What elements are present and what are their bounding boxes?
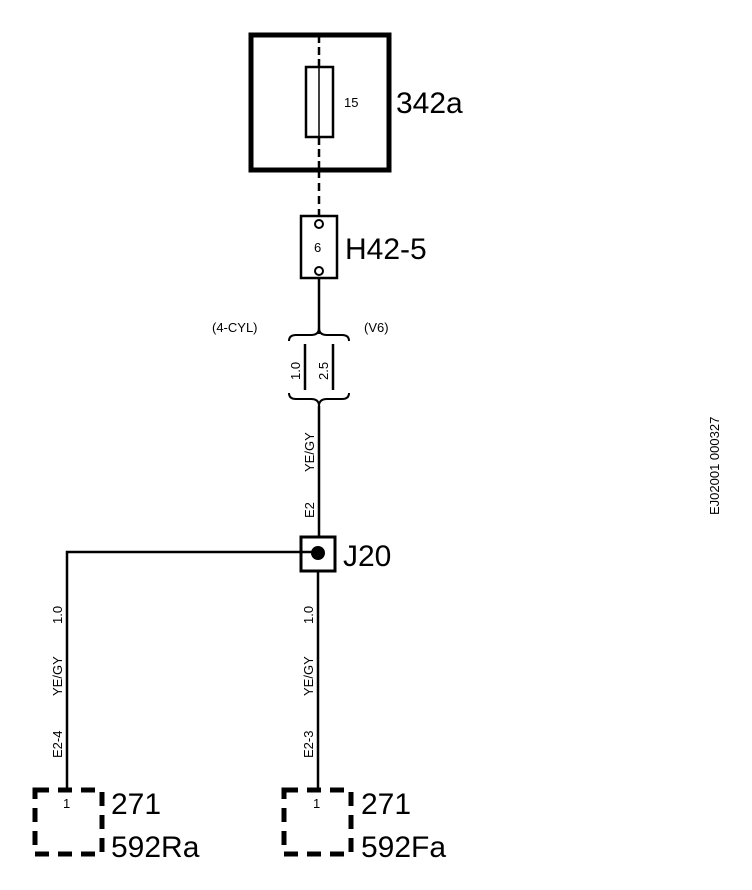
wire-segment-main: E2 xyxy=(302,502,317,518)
branch-right-size: 1.0 xyxy=(301,606,316,624)
component-left-pin: 1 xyxy=(63,796,70,811)
component-right-label-bottom: 592Fa xyxy=(361,831,446,864)
connector-h42-pin-top xyxy=(314,219,324,229)
junction-j20: J20 xyxy=(299,535,391,573)
branch-left-segment: E2-4 xyxy=(50,731,65,758)
option-brace-bottom xyxy=(288,392,350,407)
component-right-pin: 1 xyxy=(313,796,320,811)
fuse-box-label: 342a xyxy=(396,87,463,120)
option-brace-top xyxy=(288,327,350,342)
component-left-outline xyxy=(32,787,105,857)
fuse-number: 15 xyxy=(344,95,358,110)
option-label-v6: (V6) xyxy=(364,320,389,335)
connector-h42-label: H42-5 xyxy=(345,233,427,266)
option-label-4cyl: (4-CYL) xyxy=(212,320,258,335)
connector-h42-pin: 6 xyxy=(314,240,321,255)
component-left-label-top: 271 xyxy=(111,788,161,821)
connector-h42-pin-bottom xyxy=(314,266,324,276)
branch-left-color: YE/GY xyxy=(50,656,65,696)
component-left-label-bottom: 592Ra xyxy=(111,831,200,864)
option-size-right: 2.5 xyxy=(316,362,331,380)
branch-right-segment: E2-3 xyxy=(301,731,316,758)
wire-branch-left xyxy=(65,550,318,790)
branch-right-color: YE/GY xyxy=(301,656,316,696)
wire-color-main: YE/GY xyxy=(302,432,317,472)
component-right-outline xyxy=(281,787,354,857)
component-right: 1 271 592Fa xyxy=(281,787,446,864)
side-code: EJ02001 000327 xyxy=(707,417,722,515)
option-size-left: 1.0 xyxy=(288,362,303,380)
component-right-label-top: 271 xyxy=(361,788,411,821)
junction-j20-label: J20 xyxy=(343,540,391,573)
branch-left-size: 1.0 xyxy=(50,606,65,624)
fuse-box: 15 342a xyxy=(248,32,463,173)
connector-h42: 6 H42-5 xyxy=(299,214,427,280)
component-left: 1 271 592Ra xyxy=(32,787,200,864)
